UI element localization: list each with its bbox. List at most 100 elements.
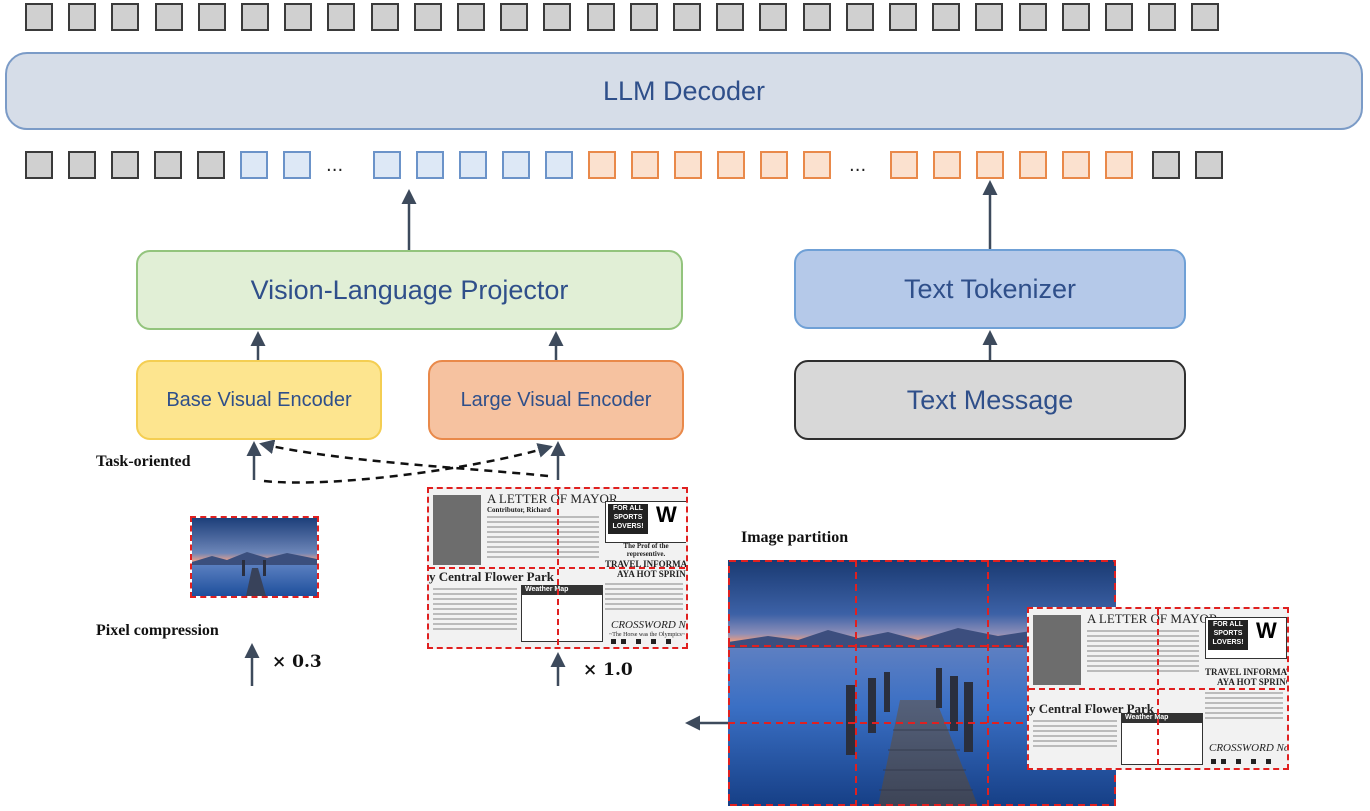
- output-token: [284, 3, 313, 31]
- scale-factor-small: × 0.3: [272, 652, 322, 672]
- scale-factor-full: × 1.0: [583, 660, 633, 680]
- park-headline: y Central Flower Park: [429, 569, 555, 584]
- special-token: [111, 151, 139, 179]
- base-visual-encoder-label: Base Visual Encoder: [166, 388, 352, 411]
- newspaper-photo: [433, 495, 481, 565]
- weather-map-box: Weather Map: [521, 585, 603, 642]
- large-visual-encoder-label: Large Visual Encoder: [460, 388, 652, 411]
- sports-ad-box: FOR ALL SPORTS LOVERS! W: [605, 501, 686, 543]
- text-token-ellipsis: ···: [849, 160, 867, 181]
- output-token: [197, 3, 226, 31]
- output-token: [241, 3, 269, 31]
- output-token: [1105, 3, 1133, 31]
- visual-token: [545, 151, 573, 179]
- output-token: [457, 3, 485, 31]
- text-token: [933, 151, 961, 179]
- partitioned-document-image: A LETTER OF MAYOR FOR ALL SPORTS LOVERS!…: [1027, 607, 1289, 770]
- text-token: [631, 151, 659, 179]
- output-token: [889, 3, 917, 31]
- sports-ad-box-partition: FOR ALL SPORTS LOVERS! W: [1205, 617, 1287, 659]
- newspaper-headline-partition: A LETTER OF MAYOR: [1087, 611, 1218, 626]
- sports-ad-line1-partition: FOR ALL: [1212, 621, 1244, 628]
- output-token: [68, 3, 97, 31]
- output-token: [111, 3, 140, 31]
- sports-ad-line2: SPORTS: [613, 514, 643, 521]
- text-token: [1019, 151, 1047, 179]
- output-token: [1148, 3, 1177, 31]
- crossword-subtitle: ~The Horse was the Olympics~: [609, 632, 686, 638]
- task-route-to-large-dashed: [263, 443, 553, 484]
- park-headline-partition: y Central Flower Park: [1029, 701, 1155, 716]
- output-token: [673, 3, 701, 31]
- output-token: [759, 3, 788, 31]
- task-oriented-label: Task-oriented: [96, 453, 191, 470]
- travel-subheadline: AYA HOT SPRINGS: [617, 569, 686, 579]
- llm-decoder-block: LLM Decoder: [5, 52, 1363, 130]
- visual-token-ellipsis: ···: [326, 160, 344, 181]
- compressed-image-thumbnail: [190, 516, 319, 598]
- sports-ad-line2-partition: SPORTS: [1213, 630, 1243, 637]
- llm-decoder-label: LLM Decoder: [602, 75, 766, 106]
- special-token: [154, 151, 182, 179]
- output-token: [716, 3, 745, 31]
- output-token: [975, 3, 1004, 31]
- visual-token: [240, 151, 268, 179]
- sports-ad-line1: FOR ALL: [612, 505, 644, 512]
- full-resolution-document-image: A LETTER OF MAYOR Contributor, Richard F…: [427, 487, 688, 649]
- base-visual-encoder: Base Visual Encoder: [136, 360, 382, 440]
- text-token: [803, 151, 831, 179]
- vision-language-projector-label: Vision-Language Projector: [250, 274, 569, 305]
- output-token: [327, 3, 356, 31]
- sports-ad-line3: LOVERS!: [612, 523, 644, 530]
- output-token: [154, 3, 183, 31]
- output-token: [500, 3, 529, 31]
- text-tokenizer-label: Text Tokenizer: [903, 273, 1077, 304]
- output-token: [845, 3, 874, 31]
- sports-logo-icon: W: [656, 502, 677, 527]
- travel-subheadline-partition: AYA HOT SPRINGS: [1217, 677, 1287, 687]
- text-token: [674, 151, 702, 179]
- output-token: [932, 3, 961, 31]
- crossword-title-partition: CROSSWORD No.1: [1209, 742, 1289, 754]
- sports-ad-line3-partition: LOVERS!: [1212, 639, 1244, 646]
- pixel-compression-label: Pixel compression: [96, 622, 219, 639]
- special-token: [68, 151, 96, 179]
- visual-token: [283, 151, 311, 179]
- document-text-columns: [429, 489, 686, 647]
- special-token: [25, 151, 53, 179]
- travel-headline-partition: TRAVEL INFORMATION: [1205, 667, 1287, 677]
- output-token: [586, 3, 615, 31]
- text-token: [976, 151, 1004, 179]
- text-token: [1105, 151, 1133, 179]
- large-visual-encoder: Large Visual Encoder: [428, 360, 684, 440]
- travel-headline: TRAVEL INFORMATION: [605, 559, 687, 569]
- special-token: [197, 151, 225, 179]
- output-token: [1191, 3, 1220, 31]
- output-token: [413, 3, 442, 31]
- special-token: [1195, 151, 1223, 179]
- output-token: [543, 3, 572, 31]
- text-tokenizer: Text Tokenizer: [794, 249, 1186, 329]
- output-token: [370, 3, 399, 31]
- task-route-to-base-dashed: [259, 439, 549, 478]
- output-token: [1018, 3, 1047, 31]
- crossword-title: CROSSWORD No.1: [611, 619, 686, 631]
- document-partition-grid: [1029, 609, 1287, 768]
- output-token: [25, 3, 53, 31]
- newspaper-byline: Contributor, Richard: [487, 506, 551, 514]
- special-token: [1152, 151, 1180, 179]
- text-token: [717, 151, 745, 179]
- output-token: [1061, 3, 1090, 31]
- weather-map-title-partition: Weather Map: [1122, 714, 1202, 723]
- text-token: [890, 151, 918, 179]
- visual-token: [373, 151, 401, 179]
- sports-logo-icon-partition: W: [1256, 618, 1277, 643]
- text-token: [1062, 151, 1090, 179]
- text-message: Text Message: [794, 360, 1186, 440]
- output-token: [629, 3, 658, 31]
- newspaper-headline: A LETTER OF MAYOR: [487, 491, 618, 506]
- vision-language-projector: Vision-Language Projector: [136, 250, 683, 330]
- visual-token: [502, 151, 530, 179]
- visual-token: [416, 151, 444, 179]
